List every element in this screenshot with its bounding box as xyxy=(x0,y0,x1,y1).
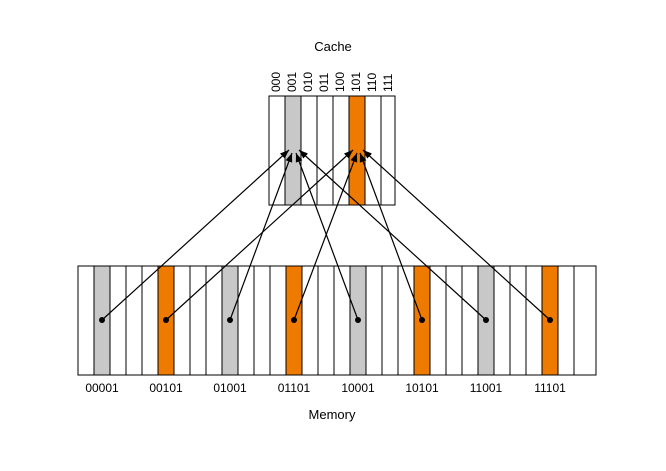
memory-address-label: 10101 xyxy=(405,381,439,395)
memory-cell xyxy=(189,265,207,376)
cache-block xyxy=(268,95,396,206)
cache-index-label: 110 xyxy=(365,73,379,92)
memory-cell xyxy=(397,265,415,376)
source-dots xyxy=(99,317,553,323)
memory-address-label: 01101 xyxy=(278,381,311,395)
memory-cell xyxy=(109,265,127,376)
cache-line-101 xyxy=(348,95,366,206)
cache-line-001 xyxy=(284,95,302,206)
memory-address-label: 01001 xyxy=(213,381,247,395)
memory-address-label: 10001 xyxy=(341,381,375,395)
memory-cell xyxy=(461,265,479,376)
source-dot xyxy=(99,317,105,323)
memory-cell xyxy=(557,265,575,376)
source-dot xyxy=(227,317,233,323)
cache-title: Cache xyxy=(314,39,352,54)
cache-index-label: 111 xyxy=(381,73,395,92)
memory-cell xyxy=(237,265,255,376)
memory-cell xyxy=(205,265,223,376)
memory-cell xyxy=(253,265,271,376)
memory-cell xyxy=(125,265,143,376)
source-dot xyxy=(163,317,169,323)
source-dot xyxy=(483,317,489,323)
cache-line-011 xyxy=(316,95,334,206)
mapping-arrows xyxy=(101,149,551,321)
cache-line-111 xyxy=(380,95,396,206)
arrow-01101-to-101 xyxy=(293,152,358,321)
arrow-10001-to-001 xyxy=(295,152,359,321)
cache-index-label: 010 xyxy=(301,72,315,92)
memory-cell xyxy=(269,265,287,376)
memory-cell xyxy=(317,265,335,376)
memory-title: Memory xyxy=(309,407,356,422)
memory-cell xyxy=(77,265,95,376)
arrow-00101-to-101 xyxy=(165,149,354,321)
memory-address-label: 00001 xyxy=(85,381,119,395)
memory-cell xyxy=(509,265,527,376)
cache-index-label: 100 xyxy=(333,72,347,92)
memory-address-label: 11001 xyxy=(470,381,503,395)
memory-address-label: 11101 xyxy=(534,381,566,395)
cache-line-000 xyxy=(268,95,286,206)
memory-cell xyxy=(173,265,191,376)
memory-cell xyxy=(525,265,543,376)
arrow-11001-to-001 xyxy=(298,149,487,321)
source-dot xyxy=(355,317,361,323)
source-dot xyxy=(419,317,425,323)
arrow-00001-to-001 xyxy=(101,149,290,321)
memory-cell xyxy=(365,265,383,376)
cache-index-label: 101 xyxy=(349,72,363,92)
memory-cell xyxy=(493,265,511,376)
cache-index-label: 011 xyxy=(317,73,331,92)
cache-index-label: 000 xyxy=(269,72,283,92)
cache-index-label: 001 xyxy=(285,72,299,92)
memory-block xyxy=(77,265,597,376)
arrow-11101-to-101 xyxy=(362,149,551,321)
memory-cell xyxy=(141,265,159,376)
source-dot xyxy=(291,317,297,323)
cache-index-labels: 000 001 010 011 100 101 110 111 xyxy=(269,72,395,92)
arrow-01001-to-001 xyxy=(229,152,293,321)
memory-cell xyxy=(333,265,351,376)
memory-cell xyxy=(301,265,319,376)
memory-cell xyxy=(429,265,447,376)
arrow-10101-to-101 xyxy=(359,152,423,321)
memory-cell xyxy=(445,265,463,376)
memory-cell xyxy=(381,265,399,376)
memory-address-labels: 00001 00101 01001 01101 10001 10101 1100… xyxy=(85,381,566,395)
memory-address-label: 00101 xyxy=(149,381,183,395)
source-dot xyxy=(547,317,553,323)
memory-cell xyxy=(573,265,597,376)
